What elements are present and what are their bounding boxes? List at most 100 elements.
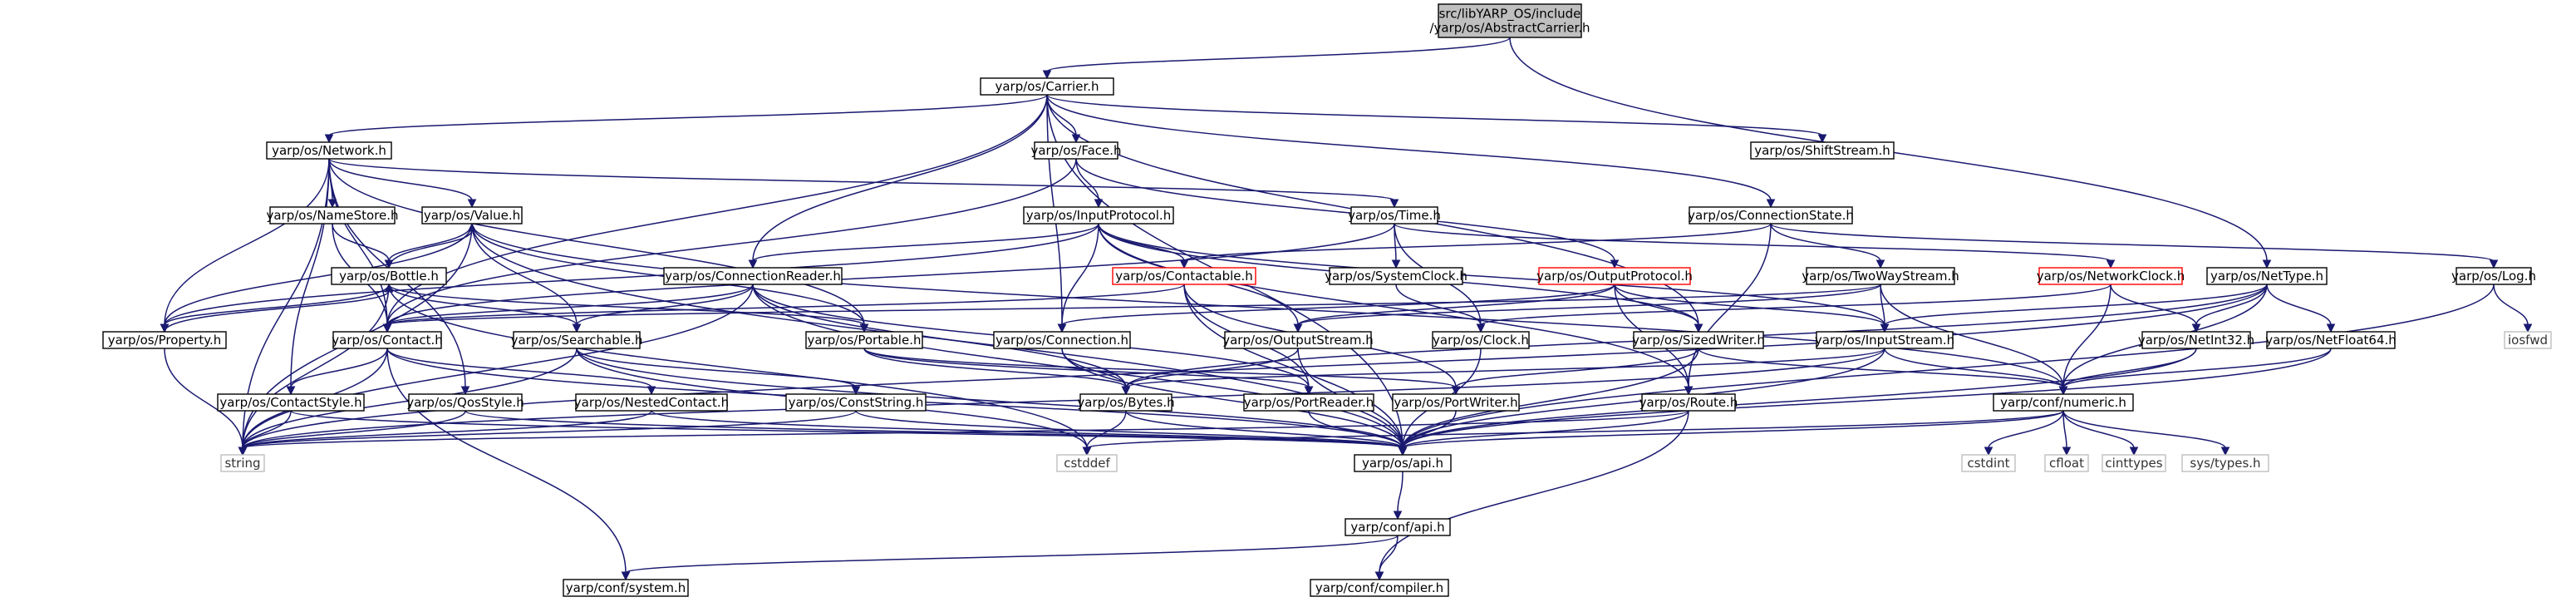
node-label: yarp/os/Contactable.h [1115, 269, 1253, 284]
edge-line [332, 223, 390, 262]
edge-line [752, 284, 1127, 388]
node-portwriter[interactable]: yarp/os/PortWriter.h [1392, 393, 1520, 412]
node-property[interactable]: yarp/os/Property.h [102, 331, 227, 349]
edge-line [242, 410, 1689, 449]
edge-line [2062, 348, 2332, 388]
node-label: yarp/os/QosStyle.h [406, 395, 524, 410]
dependency-edge-contactstyle-to-string [238, 410, 292, 456]
edge-line [2062, 410, 2135, 449]
edge-line [164, 223, 1099, 326]
node-box [1993, 393, 2134, 412]
edge-line [1075, 158, 1099, 201]
node-confapi[interactable]: yarp/conf/api.h [1345, 518, 1451, 536]
arrowhead-icon [238, 447, 248, 456]
node-contactstyle[interactable]: yarp/os/ContactStyle.h [217, 393, 365, 412]
node-portable[interactable]: yarp/os/Portable.h [805, 331, 923, 349]
node-namestore[interactable]: yarp/os/NameStore.h [266, 206, 399, 225]
edge-line [388, 284, 578, 326]
dependency-edge-contact-to-contactstyle [286, 348, 388, 396]
arrowhead-icon [1304, 386, 1314, 396]
node-box [217, 393, 365, 412]
node-api[interactable]: yarp/os/api.h [1354, 454, 1452, 472]
node-outputprotocol[interactable]: yarp/os/OutputProtocol.h [1536, 267, 1693, 285]
arrowhead-icon [1293, 323, 1303, 333]
node-twowaystream[interactable]: yarp/os/TwoWayStream.h [1802, 267, 1959, 285]
arrowhead-icon [1398, 447, 1408, 456]
edge-line [386, 223, 1395, 326]
arrowhead-icon [1082, 447, 1092, 456]
node-portreader[interactable]: yarp/os/PortReader.h [1243, 393, 1374, 412]
dependency-edge-twowaystream-to-outputstream [1293, 284, 1881, 333]
node-face[interactable]: yarp/os/Face.h [1030, 141, 1122, 160]
node-cstdint: cstdint [1961, 454, 2016, 472]
node-bytes[interactable]: yarp/os/Bytes.h [1077, 393, 1175, 412]
edge-line [1614, 284, 1885, 326]
node-system[interactable]: yarp/conf/system.h [563, 579, 689, 597]
node-log[interactable]: yarp/os/Log.h [2451, 267, 2536, 285]
arrowhead-icon [2326, 323, 2336, 333]
node-conststring[interactable]: yarp/os/ConstString.h [785, 393, 927, 412]
node-systypes: sys/types.h [2181, 454, 2269, 472]
edge-line [471, 223, 2064, 388]
edge-line [1046, 37, 1511, 72]
dependency-edge-nestedcontact-to-api [651, 410, 1408, 456]
node-systemclock[interactable]: yarp/os/SystemClock.h [1325, 267, 1467, 285]
node-bottle[interactable]: yarp/os/Bottle.h [331, 267, 447, 285]
dependency-edge-face-to-inputprotocol [1075, 158, 1104, 209]
edge-line [242, 284, 390, 449]
node-compiler[interactable]: yarp/conf/compiler.h [1310, 579, 1449, 597]
node-label: yarp/os/Time.h [1348, 208, 1441, 223]
arrowhead-icon [572, 323, 582, 333]
edge-line [1125, 348, 1299, 388]
node-label: yarp/os/NetFloat64.h [2265, 333, 2397, 348]
nodes-layer: src/libYARP_OS/include/yarp/os/AbstractC… [102, 3, 2552, 597]
node-netfloat64[interactable]: yarp/os/NetFloat64.h [2265, 331, 2397, 349]
dependency-edge-bottle-to-value [388, 222, 477, 269]
node-netint32[interactable]: yarp/os/NetInt32.h [2138, 331, 2254, 349]
node-networkclock[interactable]: yarp/os/NetworkClock.h [2037, 267, 2185, 285]
node-qosstyle[interactable]: yarp/os/QosStyle.h [406, 393, 524, 412]
node-route[interactable]: yarp/os/Route.h [1639, 393, 1738, 412]
node-network[interactable]: yarp/os/Network.h [266, 141, 392, 160]
node-connectionreader[interactable]: yarp/os/ConnectionReader.h [663, 267, 843, 285]
edge-line [1394, 223, 2111, 262]
dependency-edge-carrier-to-network [324, 94, 1048, 144]
node-box [2456, 267, 2532, 285]
node-carrier[interactable]: yarp/os/Carrier.h [980, 77, 1114, 96]
node-connection[interactable]: yarp/os/Connection.h [993, 331, 1131, 349]
node-outputstream[interactable]: yarp/os/OutputStream.h [1222, 331, 1374, 349]
node-sizedwriter[interactable]: yarp/os/SizedWriter.h [1632, 331, 1765, 349]
node-contactable[interactable]: yarp/os/Contactable.h [1112, 267, 1256, 285]
node-label: yarp/os/NetType.h [2210, 269, 2323, 284]
node-inputstream[interactable]: yarp/os/InputStream.h [1815, 331, 1954, 349]
dependency-edge-connectionreader-to-searchable [572, 284, 754, 333]
node-cinttypes: cinttypes [2102, 454, 2166, 472]
node-searchable[interactable]: yarp/os/Searchable.h [511, 331, 643, 349]
arrowhead-icon [1875, 259, 1885, 269]
node-box [575, 393, 728, 412]
node-label: yarp/os/SystemClock.h [1325, 269, 1467, 284]
node-inputprotocol[interactable]: yarp/os/InputProtocol.h [1023, 206, 1174, 225]
arrowhead-icon [1817, 134, 1827, 144]
edge-line [1480, 284, 2111, 326]
node-numeric[interactable]: yarp/conf/numeric.h [1993, 393, 2134, 412]
node-label: yarp/os/ConnectionReader.h [665, 269, 841, 284]
node-time[interactable]: yarp/os/Time.h [1348, 206, 1441, 225]
dependency-edge-numeric-to-cstddef [1082, 410, 2064, 456]
node-contact[interactable]: yarp/os/Contact.h [332, 331, 443, 349]
node-box [1329, 267, 1463, 285]
node-nettype[interactable]: yarp/os/NetType.h [2206, 267, 2328, 285]
node-label: yarp/os/Face.h [1030, 143, 1121, 158]
arrowhead-icon [2489, 259, 2499, 269]
node-nestedcontact[interactable]: yarp/os/NestedContact.h [574, 393, 729, 412]
node-label: /yarp/os/AbstractCarrier.h [1429, 21, 1590, 36]
node-value[interactable]: yarp/os/Value.h [421, 206, 523, 225]
node-label: yarp/os/Contact.h [332, 333, 443, 348]
node-connectionstate[interactable]: yarp/os/ConnectionState.h [1688, 206, 1854, 225]
edge-line [1988, 410, 2064, 449]
dependency-edge-twowaystream-to-contact [382, 284, 1881, 333]
dependency-edge-time-to-systemclock [1391, 223, 1401, 269]
node-clock[interactable]: yarp/os/Clock.h [1432, 331, 1530, 349]
node-shiftstream[interactable]: yarp/os/ShiftStream.h [1750, 141, 1895, 160]
arrowhead-icon [1374, 571, 1384, 581]
